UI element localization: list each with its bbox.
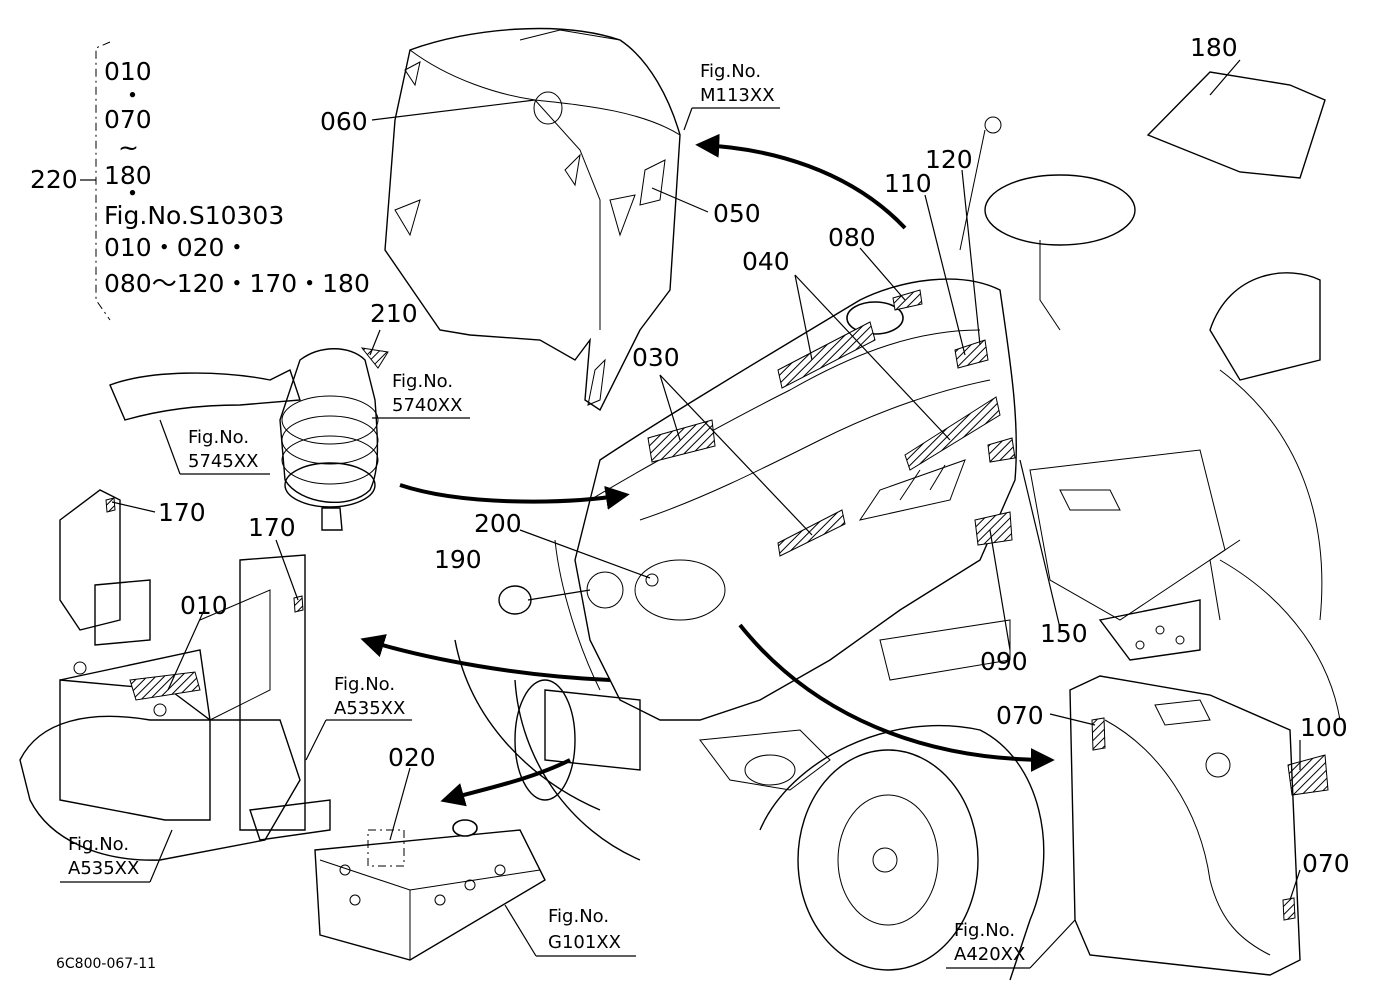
callout-070-bottom: 070 xyxy=(1302,849,1350,878)
callout-170-right: 170 xyxy=(248,513,296,542)
decal-sheet-180 xyxy=(1146,71,1326,179)
legend-line-9: 080～120・170・180 xyxy=(104,269,370,298)
callout-190: 190 xyxy=(434,545,482,574)
callout-210: 210 xyxy=(370,299,418,328)
fig-g101-code: G101XX xyxy=(548,932,621,953)
fig-5745-code: 5745XX xyxy=(188,451,258,472)
fig-a420-label: Fig.No. xyxy=(954,920,1015,941)
fig-a420-code: A420XX xyxy=(954,944,1025,965)
drawing-code: 6C800-067-11 xyxy=(56,956,156,972)
fig-5740-label: Fig.No. xyxy=(392,371,453,392)
callout-080: 080 xyxy=(828,223,876,252)
legend-line-8: 010・020・ xyxy=(104,233,249,262)
fig-m113-label: Fig.No. xyxy=(700,61,761,82)
fig-a535-left-code: A535XX xyxy=(68,858,139,879)
callout-040: 040 xyxy=(742,247,790,276)
callout-030: 030 xyxy=(632,343,680,372)
callout-200: 200 xyxy=(474,509,522,538)
callout-100: 100 xyxy=(1300,713,1348,742)
callout-010: 010 xyxy=(180,591,228,620)
callout-220: 220 xyxy=(30,165,78,194)
direction-arrows xyxy=(360,133,1055,807)
fig-m113-code: M113XX xyxy=(700,85,775,106)
radiator-frame xyxy=(1069,675,1301,976)
callout-150: 150 xyxy=(1040,619,1088,648)
callout-070-top: 070 xyxy=(996,701,1044,730)
legend-line-3: 070 xyxy=(104,105,152,134)
legend-line-1: 010 xyxy=(104,57,152,86)
air-cleaner xyxy=(109,347,389,531)
fig-a535-right-label: Fig.No. xyxy=(334,674,395,695)
legend-line-7: Fig.No.S10303 xyxy=(104,201,284,230)
callout-090: 090 xyxy=(980,647,1028,676)
callout-170-left: 170 xyxy=(158,498,206,527)
callouts: 060 050 180 120 110 080 040 030 210 170 … xyxy=(158,33,1350,878)
legend-line-5: 180 xyxy=(104,161,152,190)
bonnet-drawing xyxy=(384,27,681,412)
fig-5745-label: Fig.No. xyxy=(188,427,249,448)
legend-block: 220 010 ・ 070 ~ 180 ・ Fig.No.S10303 010・… xyxy=(30,41,370,321)
fig-a535-left-label: Fig.No. xyxy=(68,834,129,855)
fig-g101-label: Fig.No. xyxy=(548,906,609,927)
figure-references: Fig.No. M113XX Fig.No. 5740XX Fig.No. 57… xyxy=(60,61,1076,969)
legend-line-6: ・ xyxy=(120,179,145,208)
fig-5740-code: 5740XX xyxy=(392,395,462,416)
callout-060: 060 xyxy=(320,107,368,136)
front-bracket xyxy=(314,819,546,961)
fig-a535-right-code: A535XX xyxy=(334,698,405,719)
legend-line-4: ~ xyxy=(118,133,139,162)
legend-line-2: ・ xyxy=(120,81,145,110)
battery-assembly xyxy=(19,489,331,861)
leader-lines xyxy=(111,59,1301,901)
callout-120: 120 xyxy=(925,145,973,174)
tractor-body xyxy=(454,116,1341,981)
callout-050: 050 xyxy=(713,199,761,228)
callout-020: 020 xyxy=(388,743,436,772)
callout-110: 110 xyxy=(884,169,932,198)
callout-180: 180 xyxy=(1190,33,1238,62)
decal-190 xyxy=(498,585,532,615)
